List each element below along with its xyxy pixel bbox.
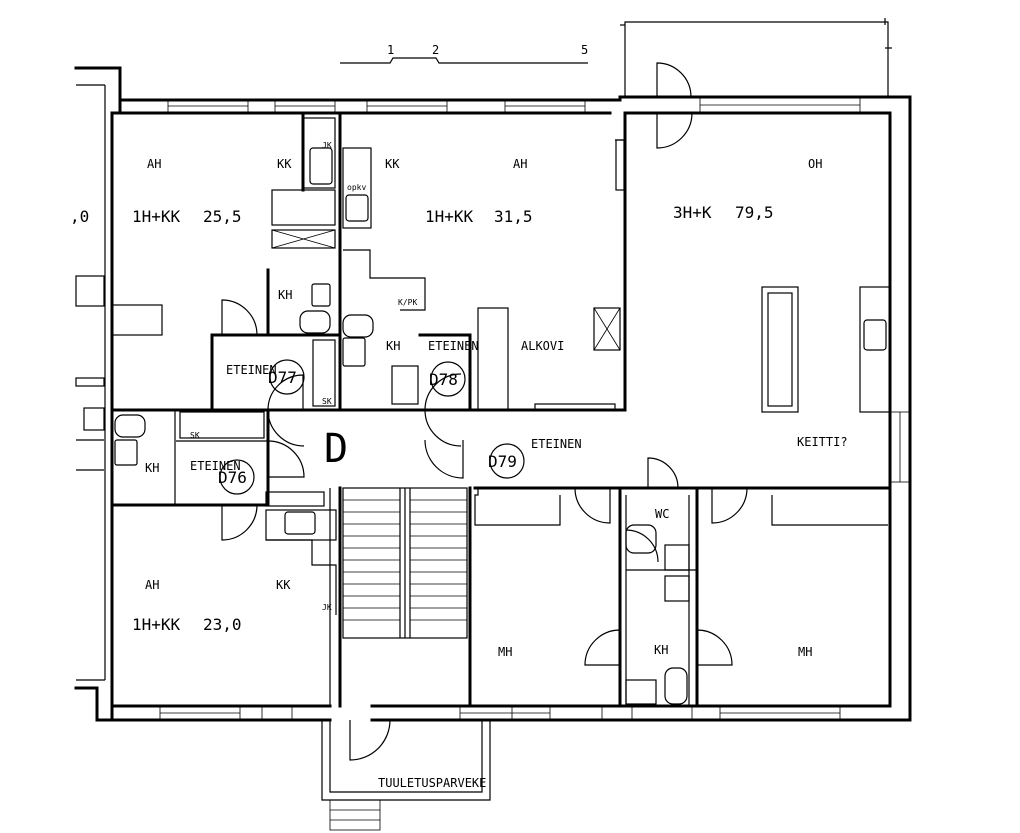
apartment-d77: AH KK 1H+KK 25,5 KH ETEINEN D77 JK SK xyxy=(111,117,336,407)
terrace xyxy=(620,18,892,149)
apartment-id-circle xyxy=(269,359,305,395)
room-label-kh: KH xyxy=(278,288,292,302)
apartment-id-circle xyxy=(430,361,466,397)
room-label-eteinen: ETEINEN xyxy=(531,437,582,451)
room-label-mh-left: MH xyxy=(498,645,512,659)
apartment-area: 79,5 xyxy=(735,203,774,222)
room-label-keittio: KEITTI? xyxy=(797,435,848,449)
scale-tick-2: 2 xyxy=(432,43,439,57)
room-label-kh: KH xyxy=(654,643,668,657)
scale-bar: 1 2 5 xyxy=(340,43,588,64)
apartment-type: 1H+KK xyxy=(132,615,181,634)
room-label-mh-right: MH xyxy=(798,645,812,659)
apartment-type: 1H+KK xyxy=(132,207,181,226)
scale-tick-5: 5 xyxy=(581,43,588,57)
room-label-kk: KK xyxy=(277,157,292,171)
apartment-d78: KK AH 1H+KK 31,5 KH ETEINEN ALKOVI D78 K… xyxy=(342,147,621,411)
fixture-opkv: opkv xyxy=(347,183,366,192)
apartment-d76: AH KK 1H+KK 23,0 KH ETEINEN D76 SK JK xyxy=(114,411,337,634)
room-label-eteinen: ETEINEN xyxy=(226,363,277,377)
fixture-jk: JK xyxy=(322,141,332,150)
apartment-id: D79 xyxy=(488,452,517,471)
apartment-d79: OH 3H+K 79,5 ETEINEN KEITTI? WC KH MH MH… xyxy=(474,157,891,705)
apartment-area: 25,5 xyxy=(203,207,242,226)
balcony-label: TUULETUSPARVEKE xyxy=(378,776,486,790)
doors xyxy=(221,299,748,666)
fixture-sk-d76: SK xyxy=(190,431,200,440)
apartment-id: D77 xyxy=(268,368,297,387)
room-label-kk: KK xyxy=(385,157,400,171)
room-label-ah: AH xyxy=(145,578,159,592)
room-label-eteinen: ETEINEN xyxy=(428,339,479,353)
fixture-sk: SK xyxy=(322,397,332,406)
apartment-area: 23,0 xyxy=(203,615,242,634)
room-label-wc: WC xyxy=(655,507,669,521)
apartment-id: D78 xyxy=(429,370,458,389)
room-label-oh: OH xyxy=(808,157,822,171)
apartment-type: 3H+K xyxy=(673,203,712,222)
interior-walls xyxy=(110,111,892,708)
stairwell-letter: D xyxy=(324,426,348,472)
room-label-ah: AH xyxy=(513,157,527,171)
fixture-jk-d76: JK xyxy=(322,603,332,612)
left-building-fragment: ,0 xyxy=(70,66,122,690)
scale-tick-1: 1 xyxy=(387,43,394,57)
ventilation-balcony: TUULETUSPARVEKE xyxy=(321,719,491,831)
room-label-alkovi: ALKOVI xyxy=(521,339,564,353)
staircase: D xyxy=(324,426,468,639)
apartment-type: 1H+KK xyxy=(425,207,474,226)
apartment-id-circle xyxy=(219,459,255,495)
apartment-id-circle xyxy=(489,443,525,479)
room-label-kh: KH xyxy=(386,339,400,353)
fixture-kpk: K/PK xyxy=(398,298,417,307)
room-label-kh: KH xyxy=(145,461,159,475)
apartment-area: 31,5 xyxy=(494,207,533,226)
room-label-kk: KK xyxy=(276,578,291,592)
windows xyxy=(159,96,911,721)
left-area-fragment: ,0 xyxy=(70,207,89,226)
apartment-id: D76 xyxy=(218,468,247,487)
room-label-ah: AH xyxy=(147,157,161,171)
